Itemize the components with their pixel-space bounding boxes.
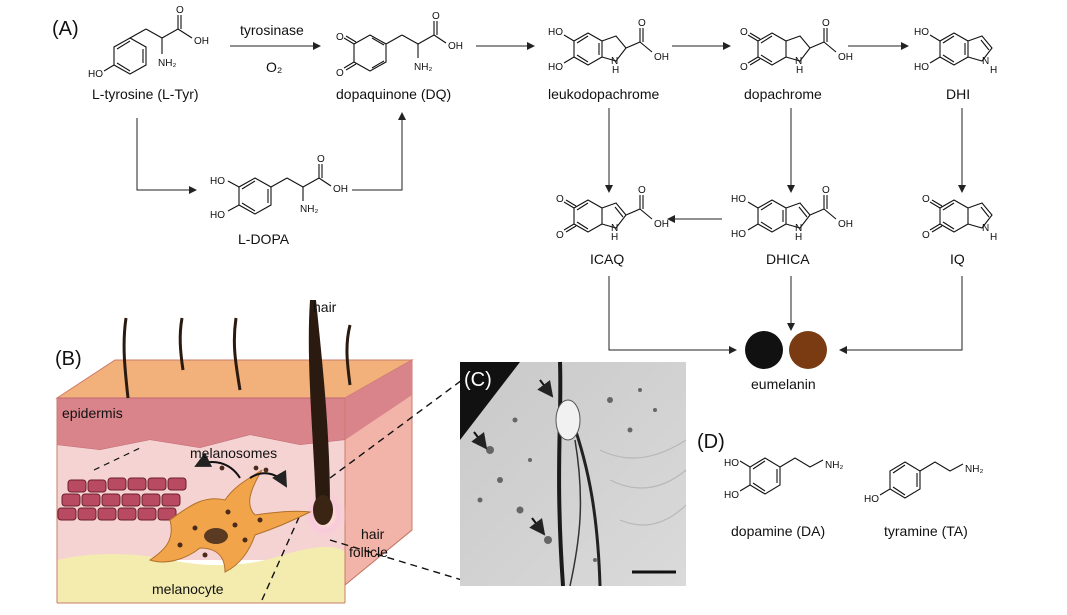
atom-label: HO [731,194,746,205]
atom-label: NH₂ [158,58,176,69]
ldopa-structure: HO HO O OH NH₂ [210,154,348,221]
atom-label: HO [914,27,929,38]
atom-label: OH [838,52,853,63]
atom-label: OH [448,41,463,52]
atom-label: NH₂ [825,460,843,471]
atom-label: O [922,230,930,241]
atom-label: O [638,18,646,29]
icaq-label: ICAQ [590,251,624,267]
tem-micrograph [460,361,687,587]
atom-label: N [795,223,802,234]
atom-label: O [922,194,930,205]
panel-label-c: (C) [464,369,492,391]
dopamine-structure: HO HO NH₂ [724,457,843,501]
atom-label: HO [864,494,879,505]
atom-label: NH₂ [965,464,983,475]
atom-label: O [740,62,748,73]
atom-label: O [740,27,748,38]
epidermis-label: epidermis [62,405,123,421]
atom-label: HO [210,176,225,187]
iq-structure: H N O O [922,194,997,243]
atom-label: OH [333,184,348,195]
atom-label: HO [731,229,746,240]
atom-label: H [796,65,803,76]
dhica-label: DHICA [766,251,810,267]
dhi-label: DHI [946,86,970,102]
eumelanin-brown-granule [789,331,827,369]
atom-label: H [612,65,619,76]
atom-label: N [982,56,989,67]
atom-label: HO [210,210,225,221]
skin-cross-section [55,300,463,604]
panel-label-b: (B) [55,348,82,370]
atom-label: OH [654,52,669,63]
atom-label: HO [914,62,929,73]
eumelanin-label: eumelanin [751,376,816,392]
atom-label: H [990,65,997,76]
leukodopachrome-structure: O OH H N HO HO [548,18,669,76]
atom-label: OH [194,36,209,47]
dhica-structure: O OH H N HO HO [731,185,853,243]
melanosomes-label: melanosomes [190,445,277,461]
atom-label: O [336,32,344,43]
dopaquinone-structure: O O O OH NH₂ [336,11,463,79]
atom-label: H [611,232,618,243]
atom-label: HO [724,458,739,469]
atom-label: O [317,154,325,165]
atom-label: O [176,5,184,16]
tyrosine-label: L-tyrosine (L-Tyr) [92,86,199,102]
melanocyte-label: melanocyte [152,581,224,597]
leukodopachrome-label: leukodopachrome [548,86,660,102]
atom-label: OH [654,219,669,230]
cofactor-label: O₂ [266,59,282,75]
atom-label: H [795,232,802,243]
tyrosine-to-ldopa-arrow [136,118,197,194]
atom-label: HO [548,62,563,73]
dopachrome-label: dopachrome [744,86,822,102]
dopamine-label: dopamine (DA) [731,523,825,539]
atom-label: O [432,11,440,22]
atom-label: O [638,185,646,196]
atom-label: O [822,185,830,196]
iq-to-eumelanin-arrow [839,276,963,354]
atom-label: HO [724,490,739,501]
iq-label: IQ [950,251,965,267]
tyramine-structure: HO NH₂ [864,461,983,505]
enzyme-label: tyrosinase [240,22,304,38]
atom-label: O [822,18,830,29]
panel-label-a: (A) [52,18,79,40]
atom-label: HO [548,27,563,38]
dhi-structure: H N HO HO [914,27,997,76]
atom-label: N [611,56,618,67]
panel-label-d: (D) [697,431,725,453]
tyramine-label: tyramine (TA) [884,523,968,539]
atom-label: HO [88,69,103,80]
atom-label: O [336,68,344,79]
atom-label: NH₂ [414,62,432,73]
icaq-to-eumelanin-arrow [608,276,737,354]
atom-label: N [982,223,989,234]
dopaquinone-label: dopaquinone (DQ) [336,86,451,102]
atom-label: N [795,56,802,67]
atom-label: O [556,230,564,241]
hair-label: hair [313,299,337,315]
hair-follicle-label-line1: hair [361,526,385,542]
ldopa-label: L-DOPA [238,231,290,247]
icaq-structure: O OH H N O O [556,185,669,243]
atom-label: NH₂ [300,204,318,215]
dopachrome-structure: O OH H N O O [740,18,853,76]
atom-label: OH [838,219,853,230]
atom-label: N [611,223,618,234]
atom-label: H [990,232,997,243]
hair-follicle-label-line2: follicle [349,544,388,560]
ldopa-to-dq-arrow [352,112,406,191]
tyrosine-structure: HO O OH NH₂ [88,5,209,80]
eumelanin-black-granule [745,331,783,369]
atom-label: O [556,194,564,205]
